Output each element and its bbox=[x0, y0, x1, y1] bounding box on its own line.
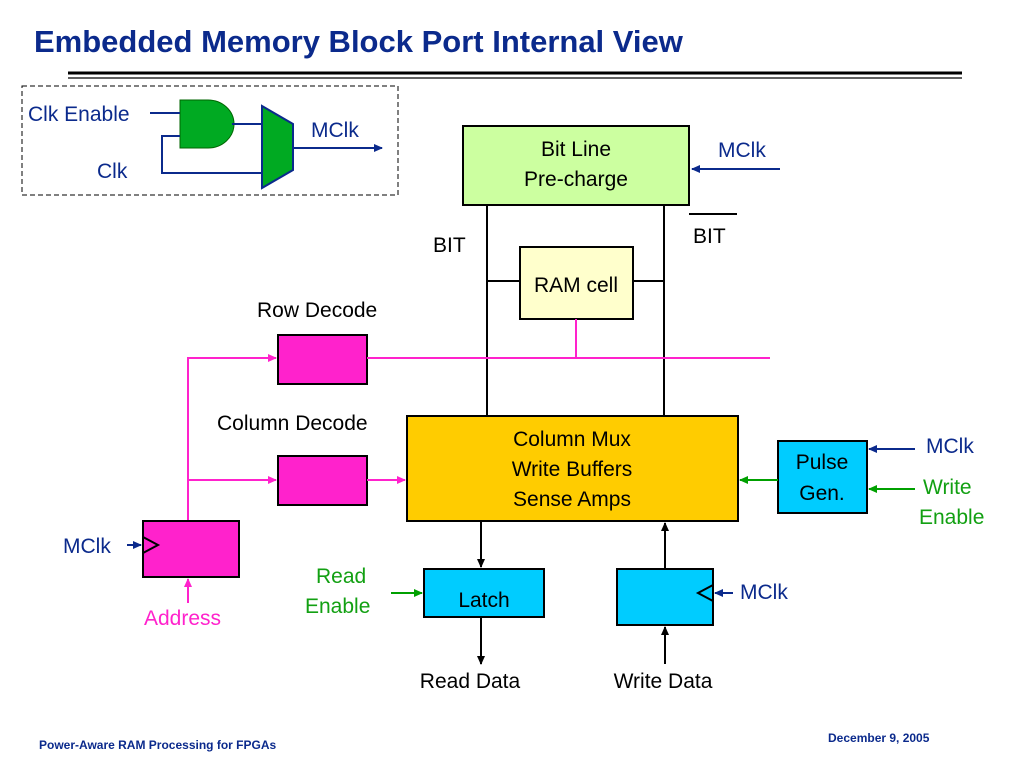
write-enable-label-2: Enable bbox=[919, 506, 984, 529]
footer-left: Power-Aware RAM Processing for FPGAs bbox=[39, 738, 276, 752]
clock-gating-inset: Clk Enable Clk MClk bbox=[21, 85, 399, 196]
read-enable-label-2: Enable bbox=[305, 595, 370, 618]
title-underline bbox=[68, 71, 962, 79]
pulse-label-1: Pulse bbox=[796, 451, 849, 474]
read-data-label: Read Data bbox=[420, 670, 521, 693]
bit-label: BIT bbox=[433, 234, 466, 257]
mclk-address-label: MClk bbox=[63, 535, 111, 558]
colmux-label-3: Sense Amps bbox=[513, 488, 631, 511]
colmux-label-2: Write Buffers bbox=[512, 458, 633, 481]
latch-block: Latch bbox=[423, 568, 545, 618]
latch-label: Latch bbox=[458, 589, 509, 612]
mclk-bitline-label: MClk bbox=[718, 139, 766, 162]
footer-right: December 9, 2005 bbox=[828, 731, 930, 745]
inset-mclk-label: MClk bbox=[311, 119, 359, 142]
bit-bar-label: BIT bbox=[693, 225, 726, 248]
pulse-gen-block: Pulse Gen. bbox=[777, 440, 868, 514]
row-decode-block bbox=[277, 334, 368, 385]
clk-label: Clk bbox=[97, 160, 128, 183]
and-gate bbox=[179, 99, 235, 149]
address-register-block bbox=[142, 520, 240, 578]
page-title: Embedded Memory Block Port Internal View bbox=[34, 24, 683, 59]
pulse-label-2: Gen. bbox=[799, 482, 845, 505]
ram-cell-block: RAM cell bbox=[519, 246, 634, 320]
bitline-label-2: Pre-charge bbox=[524, 168, 628, 191]
clock-mux bbox=[261, 104, 294, 190]
address-to-row-arrow bbox=[187, 354, 277, 521]
ram-cell-label: RAM cell bbox=[534, 274, 618, 297]
mclk-write-reg-label: MClk bbox=[740, 581, 788, 604]
column-mux-block: Column Mux Write Buffers Sense Amps bbox=[406, 415, 739, 522]
column-decode-block bbox=[277, 455, 368, 506]
address-label: Address bbox=[144, 607, 221, 630]
write-enable-label-1: Write bbox=[923, 476, 972, 499]
colmux-label-1: Column Mux bbox=[513, 428, 631, 451]
column-decode-label: Column Decode bbox=[217, 412, 368, 435]
bit-line-precharge-block: Bit Line Pre-charge bbox=[462, 125, 690, 206]
bitline-label-1: Bit Line bbox=[541, 138, 611, 161]
write-data-label: Write Data bbox=[614, 670, 713, 693]
write-data-register-block bbox=[616, 568, 714, 626]
clk-enable-label: Clk Enable bbox=[28, 103, 130, 126]
mclk-pulse-label: MClk bbox=[926, 435, 974, 458]
row-decode-label: Row Decode bbox=[257, 299, 377, 322]
read-enable-label-1: Read bbox=[316, 565, 366, 588]
